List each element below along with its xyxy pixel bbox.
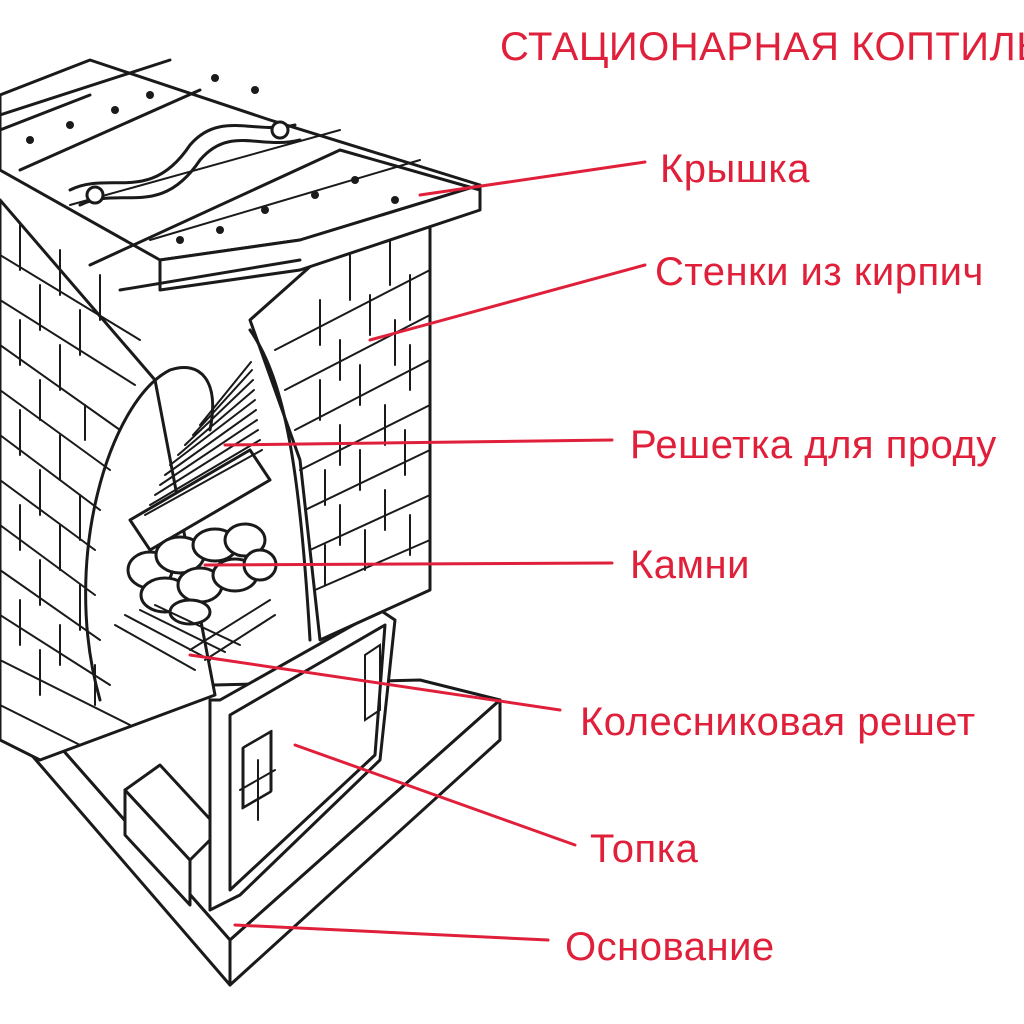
label-base: Основание <box>565 925 775 969</box>
firebox <box>123 608 397 912</box>
leader-walls <box>368 263 647 342</box>
diagram-title: СТАЦИОНАРНАЯ КОПТИЛЬ <box>500 25 1024 69</box>
label-ash-grate: Колесниковая решет <box>580 700 976 744</box>
ash-grate <box>114 599 276 671</box>
leader-lines <box>188 160 647 942</box>
lid-bolt-icon <box>270 120 290 140</box>
leader-stones <box>203 561 614 567</box>
smoking-grate <box>128 361 272 552</box>
leader-lid <box>418 160 647 197</box>
label-walls: Стенки из кирпич <box>655 250 984 294</box>
lid <box>0 58 482 292</box>
lid-bolt-icon <box>85 185 105 205</box>
label-lid: Крышка <box>660 147 810 191</box>
label-stones: Камни <box>630 543 750 587</box>
leader-ash-grate <box>188 653 562 712</box>
arch-front <box>84 328 312 702</box>
leader-firebox <box>293 743 577 847</box>
leader-grate <box>223 438 614 447</box>
label-firebox: Топка <box>590 827 699 871</box>
right-brick-wall <box>248 218 432 642</box>
leader-base <box>233 923 550 942</box>
label-grate: Решетка для проду <box>630 423 997 467</box>
